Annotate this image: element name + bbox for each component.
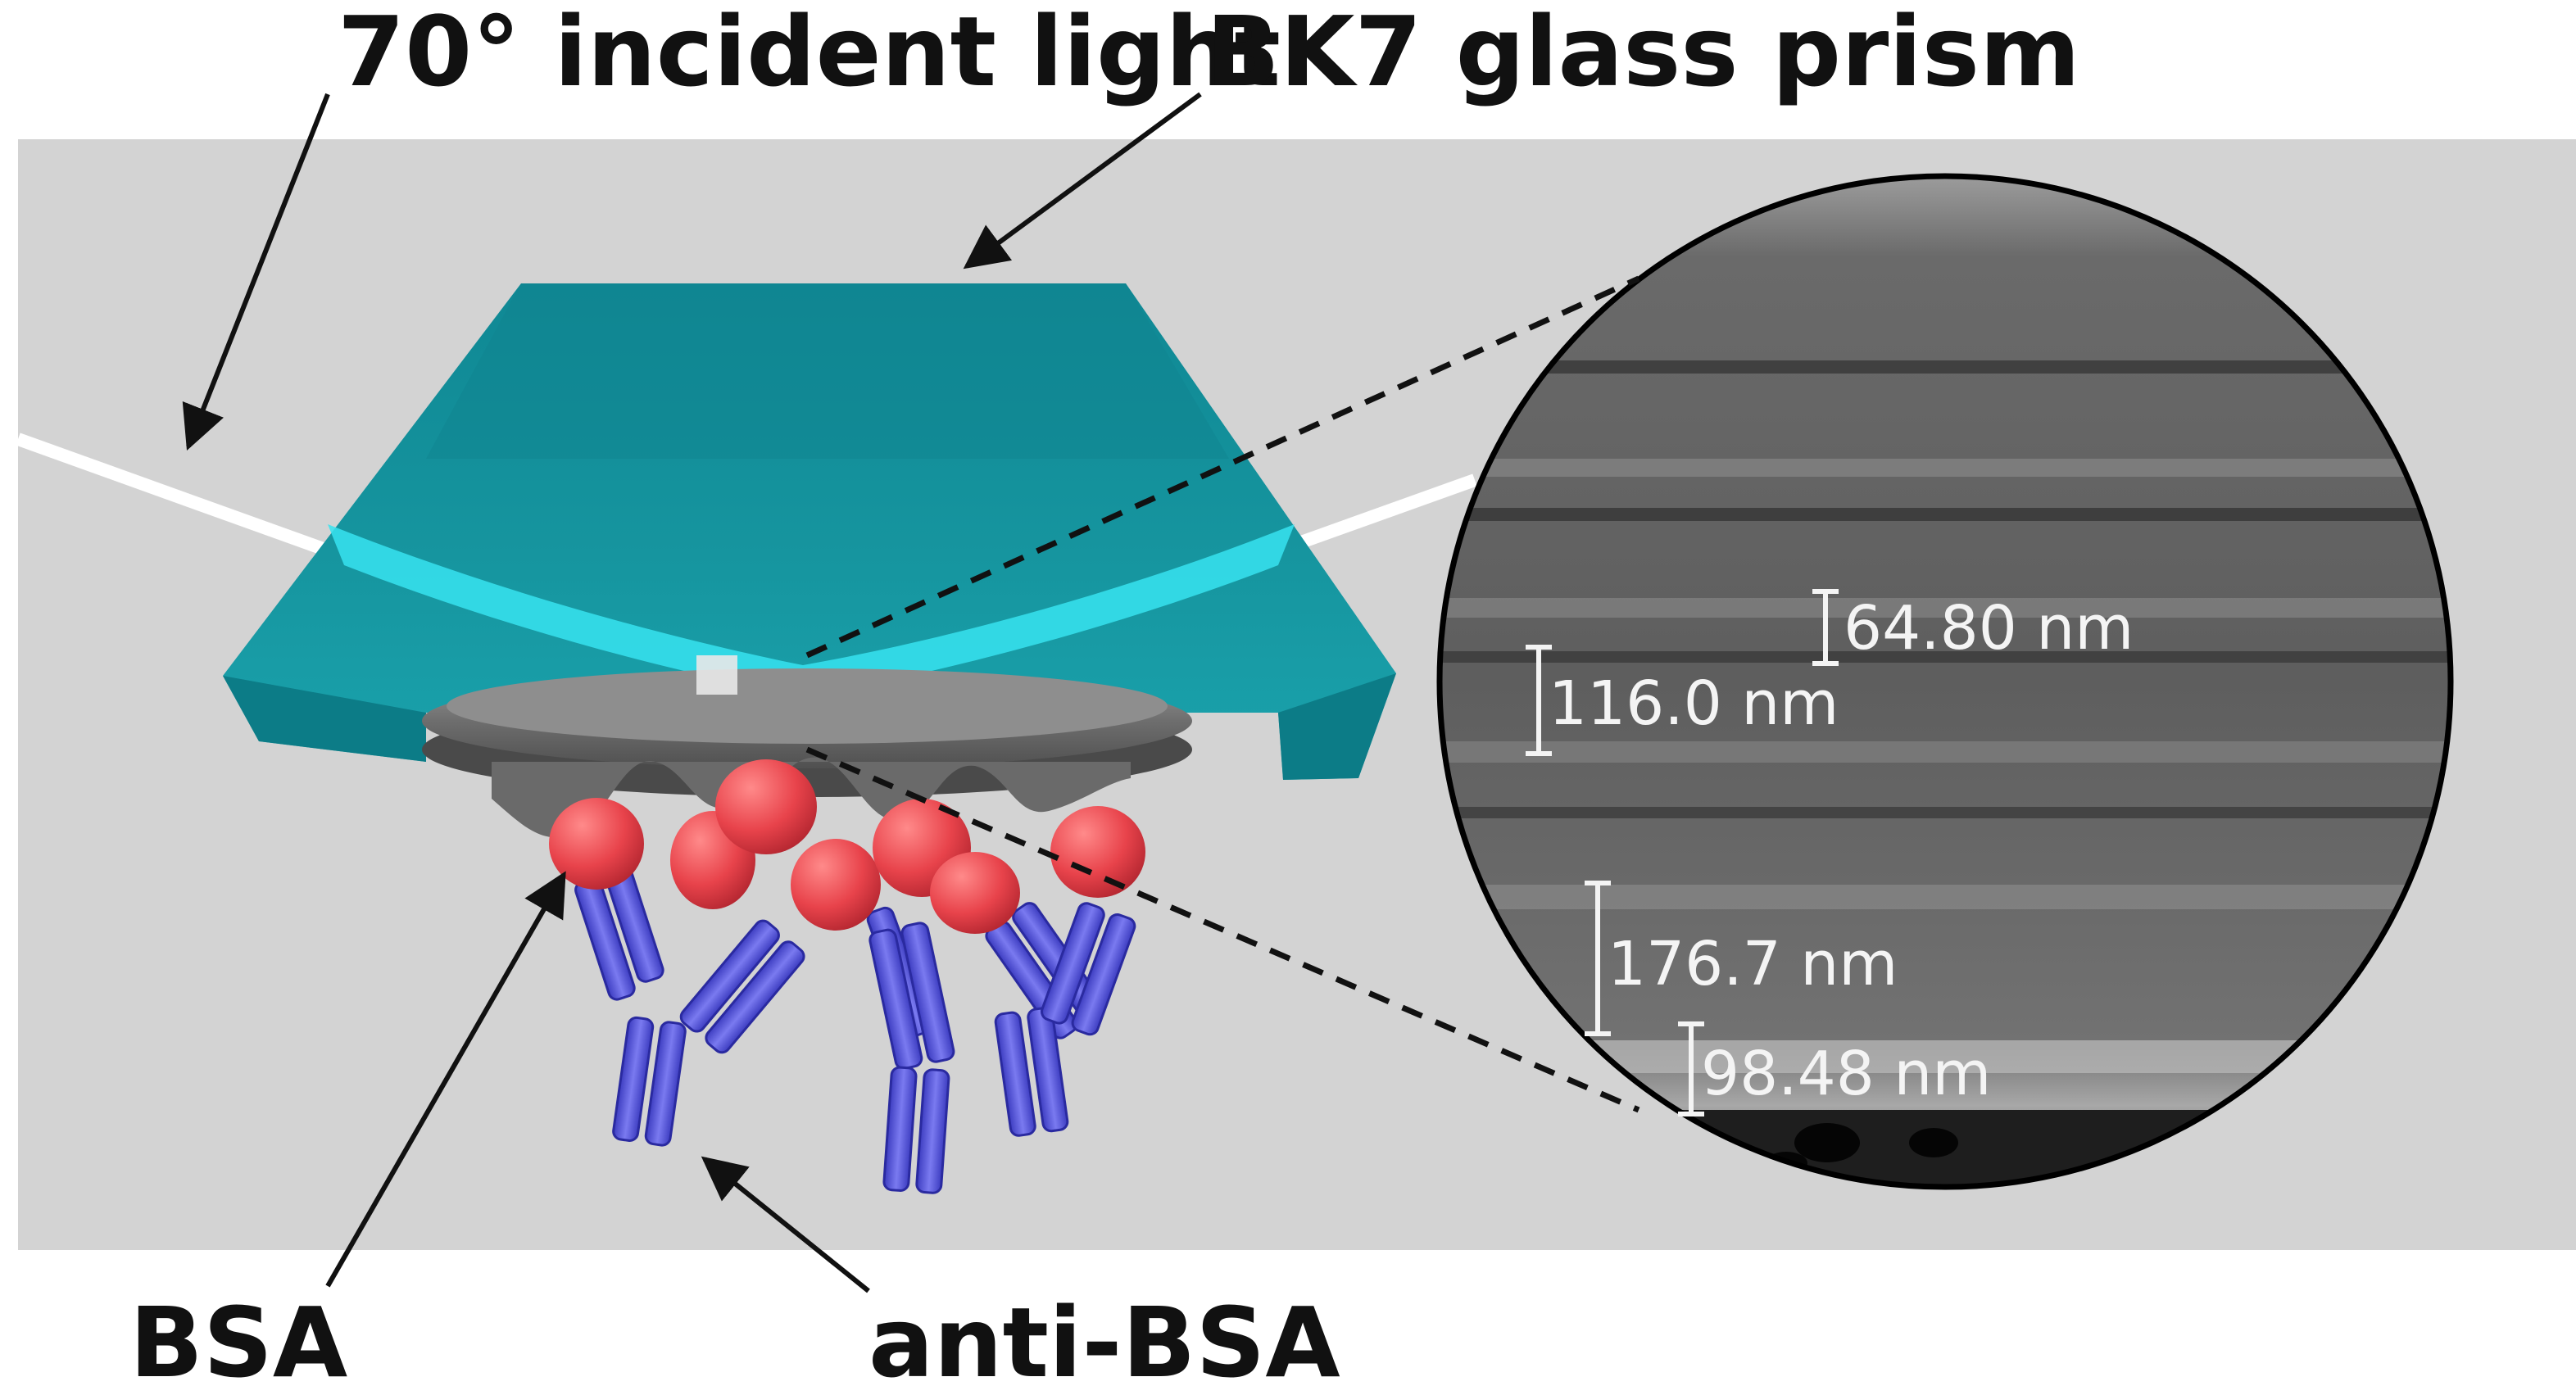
measurement-bars bbox=[1526, 589, 1839, 1116]
bsa-7 bbox=[1050, 806, 1145, 898]
bsa-molecules bbox=[549, 759, 1145, 934]
bsa-4 bbox=[791, 839, 881, 931]
zoom-line-upper bbox=[805, 275, 1640, 659]
measurement-label-2: 116.0 nm bbox=[1549, 668, 1839, 739]
reflected-light-beam bbox=[1276, 473, 1477, 557]
anti-bsa-antibodies bbox=[574, 859, 1136, 1194]
arrow-bsa bbox=[325, 871, 566, 1288]
antibody-5 bbox=[1041, 902, 1136, 1036]
measurement-label-3: 176.7 nm bbox=[1608, 929, 1898, 999]
zoom-line-lower bbox=[805, 746, 1640, 1113]
antibody-1 bbox=[574, 859, 687, 1147]
bsa-3 bbox=[715, 759, 817, 854]
measurement-label-4: 98.48 nm bbox=[1701, 1039, 1991, 1109]
label-bsa: BSA bbox=[129, 1286, 347, 1395]
callout-arrows bbox=[182, 92, 1202, 1293]
label-incident-light: 70° incident light bbox=[338, 0, 1281, 108]
bk7-prism bbox=[223, 283, 1396, 780]
arrow-prism bbox=[963, 92, 1202, 269]
arrow-incident-light bbox=[182, 93, 330, 451]
bsa-1 bbox=[549, 798, 644, 890]
label-anti-bsa: anti-BSA bbox=[868, 1286, 1340, 1395]
bsa-6 bbox=[930, 852, 1020, 934]
label-prism: BK7 glass prism bbox=[1206, 0, 2080, 108]
incident-light-beam bbox=[16, 433, 330, 557]
measurement-label-1: 64.80 nm bbox=[1844, 593, 2134, 664]
antibody-3 bbox=[868, 922, 955, 1194]
arrow-anti-bsa bbox=[701, 1156, 870, 1293]
